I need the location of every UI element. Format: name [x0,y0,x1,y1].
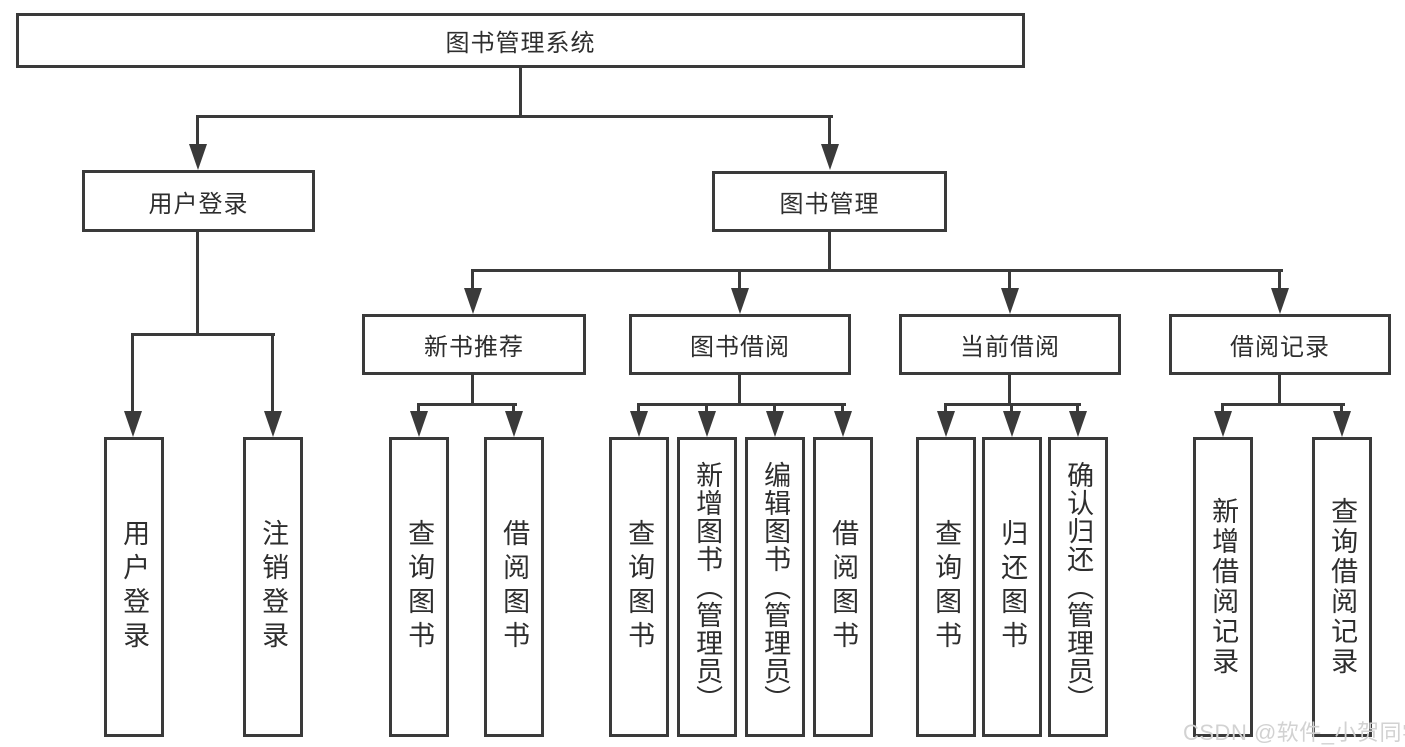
arrow-down-icon [505,411,523,437]
node-book-management-label: 图书管理 [779,191,880,218]
connector-line [828,232,831,272]
arrow-down-icon [630,411,648,437]
node-leaf-user-login: 用户登录 [104,437,164,737]
connector-line [1076,403,1079,417]
connector-line [471,269,1283,272]
node-book-borrowing-label: 图书借阅 [690,334,790,361]
node-leaf-logout: 注销登录 [243,437,303,737]
connector-line [1008,375,1011,406]
node-leaf-add-books-admin: 新增图书（管理员） [677,437,737,737]
arrow-down-icon [1003,411,1021,437]
connector-line [271,333,274,415]
connector-line [1008,269,1011,291]
arrow-down-icon [731,288,749,314]
connector-line [1221,403,1224,417]
connector-line [471,269,474,291]
connector-line [1278,269,1281,291]
arrow-down-icon [1333,411,1351,437]
leaf-label: 新增借阅记录 [1208,497,1239,677]
node-current-borrowing: 当前借阅 [899,314,1121,375]
leaf-label: 借阅图书 [828,519,859,655]
node-leaf-query-books-current: 查询图书 [916,437,976,737]
connector-line [944,403,947,417]
connector-line [417,403,420,417]
node-leaf-borrow-books-recommend: 借阅图书 [484,437,544,737]
arrow-down-icon [1069,411,1087,437]
leaf-label: 查询图书 [624,519,655,655]
connector-line [131,333,134,415]
arrow-down-icon [937,411,955,437]
arrow-down-icon [264,411,282,437]
arrow-down-icon [189,144,207,170]
node-leaf-query-borrow-record: 查询借阅记录 [1312,437,1372,737]
node-leaf-query-books-borrowing: 查询图书 [609,437,669,737]
connector-line [131,333,275,336]
watermark: CSDN @软件_小贺同学 [1183,720,1405,745]
node-leaf-add-borrow-record: 新增借阅记录 [1193,437,1253,737]
connector-line [197,115,833,118]
leaf-label: 查询图书 [404,519,435,655]
node-borrowing-records-label: 借阅记录 [1230,334,1330,361]
connector-line [1340,403,1343,417]
arrow-down-icon [1001,288,1019,314]
node-user-login: 用户登录 [82,170,315,232]
node-leaf-query-books-recommend: 查询图书 [389,437,449,737]
connector-line [471,375,474,406]
leaf-label: 用户登录 [119,519,150,655]
connector-line [705,403,708,417]
arrow-down-icon [766,411,784,437]
node-new-book-recommend: 新书推荐 [362,314,586,375]
connector-line [1221,403,1345,406]
arrow-down-icon [834,411,852,437]
node-current-borrowing-label: 当前借阅 [960,334,1060,361]
leaf-label: 新增图书（管理员） [692,461,723,713]
connector-line [512,403,515,417]
connector-line [519,68,522,118]
connector-line [1278,375,1281,406]
node-leaf-return-books: 归还图书 [982,437,1042,737]
node-book-borrowing: 图书借阅 [629,314,851,375]
arrow-down-icon [698,411,716,437]
connector-line [738,269,741,291]
arrow-down-icon [124,411,142,437]
node-leaf-edit-books-admin: 编辑图书（管理员） [745,437,805,737]
node-root-label: 图书管理系统 [445,30,596,57]
node-leaf-confirm-return-admin: 确认归还（管理员） [1048,437,1108,737]
arrow-down-icon [821,144,839,170]
connector-line [1010,403,1013,417]
node-new-book-recommend-label: 新书推荐 [424,334,524,361]
node-book-management: 图书管理 [712,171,947,232]
connector-line [773,403,776,417]
node-user-login-label: 用户登录 [148,190,249,218]
node-leaf-borrow-books: 借阅图书 [813,437,873,737]
connector-line [196,115,199,151]
leaf-label: 确认归还（管理员） [1063,461,1094,713]
node-root: 图书管理系统 [16,13,1025,68]
leaf-label: 查询借阅记录 [1327,497,1358,677]
arrow-down-icon [464,288,482,314]
connector-line [637,403,640,417]
leaf-label: 编辑图书（管理员） [760,461,791,713]
arrow-down-icon [1214,411,1232,437]
connector-line [828,115,831,151]
arrow-down-icon [410,411,428,437]
node-borrowing-records: 借阅记录 [1169,314,1391,375]
arrow-down-icon [1271,288,1289,314]
connector-line [637,403,846,406]
connector-line [841,403,844,417]
leaf-label: 归还图书 [997,519,1028,655]
connector-line [738,375,741,406]
leaf-label: 借阅图书 [499,519,530,655]
connector-line [196,232,199,336]
leaf-label: 注销登录 [258,519,289,655]
leaf-label: 查询图书 [931,519,962,655]
connector-line [417,403,517,406]
